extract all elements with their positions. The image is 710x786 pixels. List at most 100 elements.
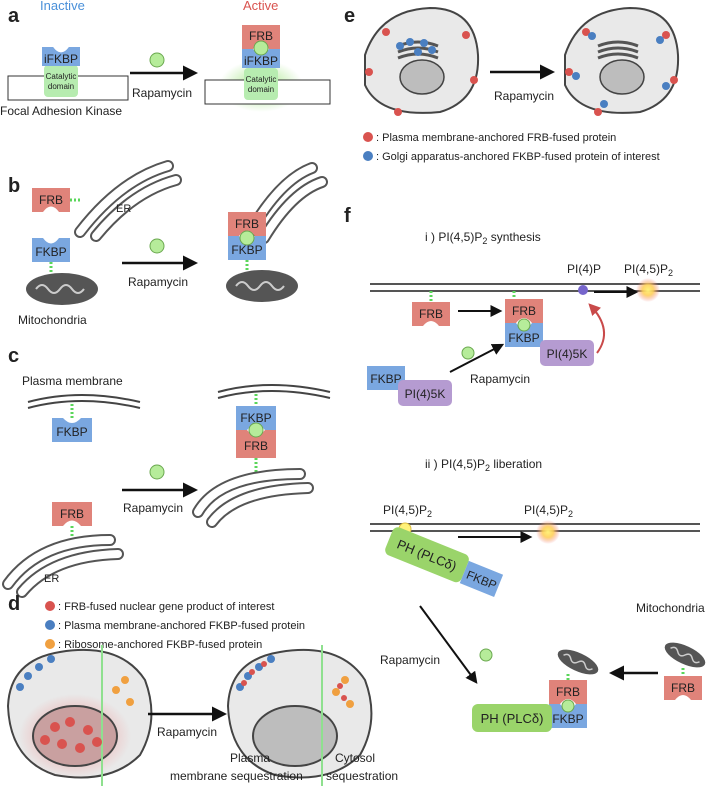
golgi-fkbp-e-left [396, 38, 436, 56]
legend-e-dot-1 [363, 132, 373, 142]
rapamycin-molecule-b [149, 238, 165, 254]
frb-c-bound [236, 430, 276, 458]
inactive-title: Inactive [40, 0, 85, 13]
fkbp-b-free [32, 238, 70, 262]
pi45p2-sub-f-ii-right: 2 [568, 509, 573, 519]
pm-frb-fkbp-e-right [565, 28, 678, 116]
fkbp-label-b-free: FKBP [35, 245, 66, 259]
ph-plc-f-ii-bound [472, 704, 552, 732]
frb-label-b-bound: FRB [235, 217, 259, 231]
f-ii-suffix: liberation [490, 457, 542, 471]
fkbp-b-bound [228, 236, 266, 260]
frb-label-c-free: FRB [60, 507, 84, 521]
membrane-c2-bottom [217, 390, 331, 399]
legend-d-text-2: : Plasma membrane-anchored FKBP-fused pr… [58, 620, 305, 632]
frb-f-ii-free [664, 676, 702, 700]
legend-e-dot-2 [363, 151, 373, 161]
rapamycin-label-c: Rapamycin [123, 501, 183, 515]
f-section-ii-title: ii ) PI(4,5)P2 liberation [425, 457, 542, 473]
pi4p-label: PI(4)P [567, 262, 601, 276]
ribosome-fkbp-d-right [332, 676, 354, 708]
rapamycin-label-b: Rapamycin [128, 275, 188, 289]
er-sheet-b4-inner [260, 178, 326, 242]
membrane-c2-top [217, 384, 331, 393]
pi45p2-glow-f-ii [536, 520, 560, 544]
frb-label-f-ii-free: FRB [671, 681, 695, 695]
legend-d-dot-2 [45, 620, 55, 630]
frb-f-i-free [412, 302, 450, 326]
panel-c: c Plasma membrane FKBP FRB ER Rapamycin … [2, 345, 331, 598]
arrow-f-ii-2 [419, 605, 478, 684]
rapamycin-bound-a [253, 40, 269, 56]
rapamycin-molecule-c [149, 464, 165, 480]
er-c2-inner [18, 550, 122, 596]
pi45p2-label-f-i: PI(4,5)P2 [624, 262, 673, 278]
rapamycin-label-f-ii: Rapamycin [380, 653, 440, 667]
nuclear-proteins-d [40, 717, 102, 753]
rapamycin-label-a: Rapamycin [132, 86, 192, 100]
frb-label-c-bound: FRB [244, 439, 268, 453]
pm-seq-label-1: Plasma [230, 751, 270, 765]
rapamycin-label-f-i: Rapamycin [470, 372, 530, 386]
legend-d-dot-3 [45, 639, 55, 649]
nucleus-e-left [399, 59, 445, 95]
fkbp-c-bound [236, 406, 276, 430]
frb-label-b-free: FRB [39, 193, 63, 207]
plasma-membrane-label: Plasma membrane [22, 374, 123, 388]
rapamycin-molecule-f-ii [479, 648, 493, 662]
er-label-c: ER [44, 573, 59, 585]
mitochondria-b-left [26, 273, 98, 305]
f-section-i-title: i ) PI(4,5)P2 synthesis [425, 230, 541, 246]
mito-f-right [664, 642, 706, 668]
cyto-seq-label-1: Cytosol [335, 751, 375, 765]
panel-f-label: f [344, 205, 351, 227]
catalytic-text: Catalytic [46, 72, 77, 81]
fak-label: Focal Adhesion Kinase [0, 104, 122, 118]
panel-c-label: c [8, 345, 19, 367]
frb-a [242, 25, 280, 49]
rapamycin-bound-f-i [517, 318, 531, 332]
panel-a-label: a [8, 5, 20, 27]
nucleus-d-right [252, 705, 338, 767]
frb-c-free [52, 502, 92, 526]
f-ii-prefix: ii ) PI(4,5)P [425, 457, 485, 471]
pi45k-f-i-free [398, 380, 452, 406]
cyto-seq-label-2: sequestration [326, 769, 398, 783]
cristae-b-left [35, 284, 85, 294]
frb-b-free [32, 188, 70, 212]
frb-label-f-ii-bound: FRB [556, 685, 580, 699]
rapamycin-bound-f-ii [561, 699, 575, 713]
panel-b-label: b [8, 175, 20, 197]
pi45p2-label-f-ii-left: PI(4,5)P2 [383, 503, 432, 519]
legend-d-text-1: : FRB-fused nuclear gene product of inte… [58, 601, 274, 613]
mitochondria-label-f: Mitochondria [636, 601, 705, 615]
rapamycin-label-e: Rapamycin [494, 89, 554, 103]
fkbp-label-b-bound: FKBP [231, 243, 262, 257]
frb-b-bound [228, 212, 266, 236]
er-sheet-b1-inner [76, 162, 172, 236]
ph-plc-label-f-ii-bound: PH (PLCδ) [481, 711, 544, 726]
rapamycin-molecule [149, 52, 165, 68]
golgi-e-right [597, 40, 639, 60]
er-c1-inner [4, 536, 114, 588]
frb-f-ii-bound [549, 680, 587, 704]
pi45p2-sub-f-ii-left: 2 [427, 509, 432, 519]
fkbp-f-ii-tilted [459, 560, 504, 597]
fkbp-c-free [52, 418, 92, 442]
ifkbp-shape [42, 47, 80, 66]
pi4p-lipid [578, 285, 588, 295]
ribosome-fkbp-d-left [112, 676, 134, 706]
frb-label-f-i-free: FRB [419, 307, 443, 321]
nucleus-d-left [32, 705, 118, 767]
fkbp-label-c-bound: FKBP [240, 411, 271, 425]
domain-text: domain [48, 82, 74, 91]
pi45k-label-f-i-free: PI(4)5K [405, 387, 446, 401]
legend-e-text-1: : Plasma membrane-anchored FRB-fused pro… [376, 132, 616, 144]
fkbp-f-i-free [367, 366, 405, 390]
pi45p2-base-f-ii-left: PI(4,5)P [383, 503, 427, 517]
mitochondria-label-b: Mitochondria [18, 313, 87, 327]
cristae-b-right [235, 281, 285, 291]
domain-text-active: domain [248, 85, 274, 94]
panel-e-label: e [344, 5, 355, 27]
active-title: Active [243, 0, 278, 13]
